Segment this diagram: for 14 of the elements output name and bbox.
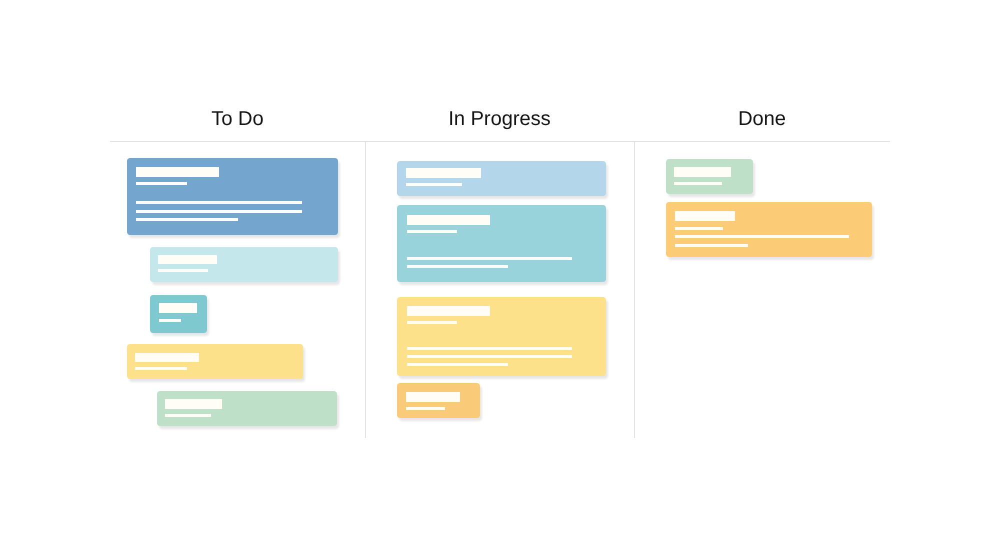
column-heading: Done (738, 107, 786, 132)
column-heading: To Do (211, 107, 264, 132)
task-card (666, 159, 753, 194)
task-card (127, 158, 338, 235)
task-card (397, 297, 606, 376)
task-card (150, 247, 338, 282)
task-card (157, 391, 337, 426)
task-card (397, 383, 480, 418)
task-card (666, 202, 872, 257)
task-card (127, 344, 303, 379)
column-heading: In Progress (448, 107, 551, 132)
task-card (397, 205, 606, 282)
task-card (397, 161, 606, 196)
task-card (150, 295, 207, 333)
